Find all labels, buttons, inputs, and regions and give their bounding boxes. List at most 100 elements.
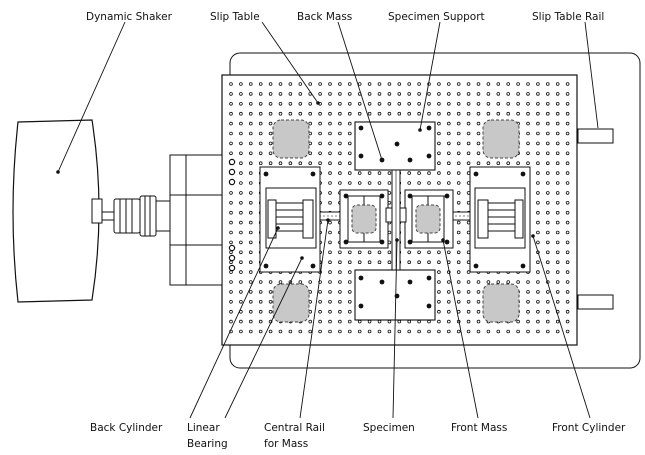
table-hole [456,111,461,116]
table-hole [565,270,570,274]
table-hole [328,319,332,324]
pad-bottom-left [272,283,310,323]
label-front-cylinder: Front Cylinder [552,422,626,434]
table-hole [258,290,263,294]
table-hole [249,290,253,294]
table-hole [555,260,560,265]
table-hole [417,102,421,106]
table-hole [555,280,560,284]
table-hole [536,220,540,225]
table-hole [466,82,471,86]
table-hole [229,151,233,156]
table-hole [249,82,253,86]
table-hole [239,260,243,265]
bolt [407,239,413,245]
table-hole [486,82,491,86]
table-hole [377,82,382,86]
table-hole [407,111,412,116]
table-hole [486,102,491,106]
bolt [379,193,385,199]
table-hole [476,319,481,324]
table-hole [278,82,283,86]
specimen-support-top [354,121,436,171]
table-hole [229,191,233,195]
table-hole [229,111,233,116]
table-hole [427,92,431,96]
table-hole [536,260,540,265]
table-hole [318,280,322,284]
table-hole [239,230,243,235]
table-hole [308,161,313,166]
table-hole [526,121,530,126]
table-hole [258,141,263,146]
table-hole [446,181,451,185]
table-hole [407,181,412,185]
table-hole [417,171,421,175]
table-hole [268,141,273,146]
table-hole [268,329,273,334]
table-hole [565,82,570,86]
table-hole [258,102,263,106]
table-hole [446,290,451,294]
table-hole [476,161,481,166]
table-hole [516,319,520,324]
table-hole [397,329,402,334]
table-hole [357,329,362,334]
table-hole [249,299,253,304]
table-hole [338,181,342,185]
table-hole [526,161,530,166]
table-hole [565,260,570,265]
table-hole [258,299,263,304]
table-hole [565,161,570,166]
table-hole [545,230,550,235]
table-hole [456,141,461,146]
table-hole [338,141,342,146]
table-hole [565,191,570,195]
table-hole [536,230,540,235]
table-hole [565,250,570,255]
table-hole [446,309,451,314]
table-hole [347,270,352,274]
table-hole [526,329,530,334]
table-hole [476,111,481,116]
table-hole [427,171,431,175]
table-hole [347,250,352,255]
table-hole [456,201,461,205]
table-hole [545,270,550,274]
table-hole [239,121,243,126]
table-hole [437,250,441,255]
table-hole [456,161,461,166]
table-hole [545,329,550,334]
table-hole [496,102,501,106]
table-hole [239,299,243,304]
table-hole [486,161,491,166]
table-hole [338,92,342,96]
table-hole [268,92,273,96]
table-hole [536,201,540,205]
table-hole [526,290,530,294]
table-hole [427,260,431,265]
bolt [520,263,526,269]
table-hole [249,141,253,146]
table-hole [308,82,313,86]
table-hole [308,319,313,324]
table-hole [249,131,253,136]
table-hole [328,121,332,126]
table-hole [258,82,263,86]
table-hole [298,111,303,116]
table-hole [496,280,501,284]
table-hole [338,131,342,136]
table-hole [397,82,402,86]
table-hole [258,111,263,116]
table-hole [565,121,570,126]
table-hole [496,111,501,116]
bolt [358,125,364,131]
table-hole [288,82,293,86]
table-hole [338,111,342,116]
bolt [379,279,385,285]
table-hole [318,309,322,314]
part-bolts [263,125,526,309]
table-hole [545,92,550,96]
table-hole [545,151,550,156]
table-hole [249,250,253,255]
